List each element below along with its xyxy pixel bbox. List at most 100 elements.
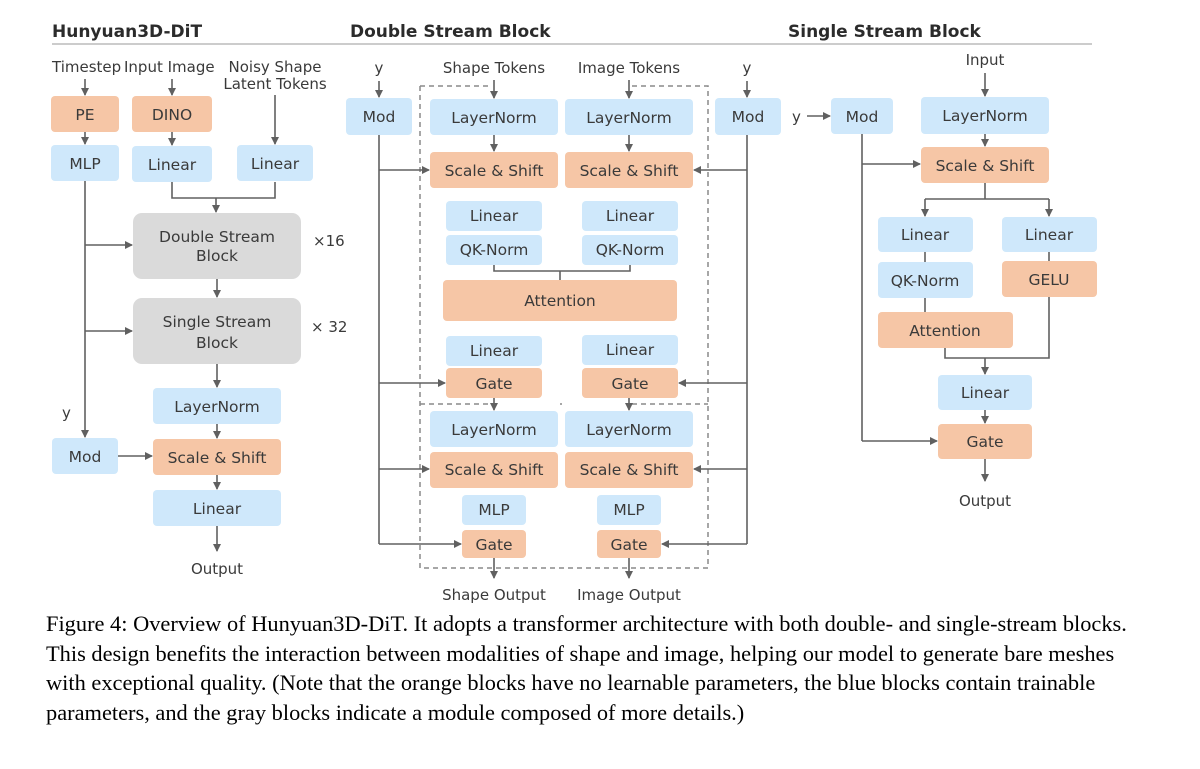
- image-layernorm-2-box: [565, 411, 693, 447]
- noisy-linear-text: Linear: [251, 155, 300, 173]
- shape-scale-shift-2-box: [430, 452, 558, 488]
- right-layernorm-text: LayerNorm: [942, 107, 1028, 125]
- shape-linear-2-text: Linear: [470, 342, 519, 360]
- shape-linear-2-box: [446, 336, 542, 366]
- dino-text: DINO: [152, 106, 192, 124]
- image-layernorm-1-text: LayerNorm: [586, 109, 672, 127]
- header-hunyuan3d-dit: Hunyuan3D-DiT: [52, 22, 202, 42]
- mid-left-y-label: y: [375, 59, 384, 77]
- shape-gate-2-box: [462, 530, 526, 558]
- image-linear-text: Linear: [148, 156, 197, 174]
- pe-text: PE: [75, 106, 94, 124]
- shape-gate-2-text: Gate: [475, 536, 512, 554]
- middle-panel: y Shape Tokens Image Tokens y Mod Mod La…: [346, 59, 781, 604]
- image-gate-1-box: [582, 368, 678, 398]
- shape-scale-shift-1-box: [430, 152, 558, 188]
- shape-layernorm-2-text: LayerNorm: [451, 421, 537, 439]
- mid-left-mod-text: Mod: [363, 108, 396, 126]
- pe-box: [51, 96, 119, 132]
- image-linear-1-box: [582, 201, 678, 231]
- timestep-label: Timestep: [51, 58, 121, 76]
- shape-qknorm-text: QK-Norm: [460, 241, 529, 259]
- single-stream-block-box: [133, 298, 301, 364]
- image-tokens-label: Image Tokens: [578, 59, 680, 77]
- shape-layernorm-2-box: [430, 411, 558, 447]
- joint-attention-text: Attention: [524, 292, 596, 310]
- image-layernorm-1-box: [565, 99, 693, 135]
- right-mod-box: [831, 98, 893, 134]
- left-mod-box: [52, 438, 118, 474]
- mid-right-mod-text: Mod: [732, 108, 765, 126]
- single-stream-block-text-1: Single Stream: [163, 313, 272, 331]
- right-linear-right-box: [1002, 217, 1097, 252]
- right-attention-box: [878, 312, 1013, 348]
- right-linear-left-box: [878, 217, 973, 252]
- image-scale-shift-2-box: [565, 452, 693, 488]
- image-linear-2-box: [582, 335, 678, 365]
- left-scale-shift-text: Scale & Shift: [168, 449, 267, 467]
- image-scale-shift-1-text: Scale & Shift: [580, 162, 679, 180]
- shape-layernorm-1-text: LayerNorm: [451, 109, 537, 127]
- figure-caption: Figure 4: Overview of Hunyuan3D-DiT. It …: [46, 611, 1127, 725]
- shape-linear-1-text: Linear: [470, 207, 519, 225]
- right-scale-shift-box: [921, 147, 1049, 183]
- image-mlp-text: MLP: [613, 501, 644, 519]
- image-scale-shift-1-box: [565, 152, 693, 188]
- image-scale-shift-2-text: Scale & Shift: [580, 461, 679, 479]
- right-qknorm-text: QK-Norm: [891, 272, 960, 290]
- noisy-shape-label: Noisy Shape: [229, 58, 322, 76]
- double-stream-block-text-2: Block: [196, 247, 238, 265]
- shape-scale-shift-2-text: Scale & Shift: [445, 461, 544, 479]
- image-linear-box: [132, 146, 212, 182]
- right-mod-text: Mod: [846, 108, 879, 126]
- shape-tokens-label: Shape Tokens: [443, 59, 545, 77]
- right-gate-text: Gate: [966, 433, 1003, 451]
- mid-left-mod-box: [346, 98, 412, 135]
- image-gate-2-text: Gate: [610, 536, 647, 554]
- right-qknorm-box: [878, 262, 973, 298]
- left-scale-shift-box: [153, 439, 281, 475]
- left-layernorm-box: [153, 388, 281, 424]
- shape-layernorm-1-box: [430, 99, 558, 135]
- input-image-label: Input Image: [124, 58, 215, 76]
- noisy-linear-box: [237, 145, 313, 181]
- image-qknorm-box: [582, 235, 678, 265]
- double-repeat-label: ×16: [313, 232, 345, 250]
- shape-output-label: Shape Output: [442, 586, 546, 604]
- architecture-diagram: Hunyuan3D-DiT Double Stream Block Single…: [51, 22, 1097, 604]
- single-repeat-label: × 32: [311, 318, 347, 336]
- right-input-label: Input: [966, 51, 1005, 69]
- right-linear-left-text: Linear: [901, 226, 950, 244]
- right-linear-merge-box: [938, 375, 1032, 410]
- right-scale-shift-text: Scale & Shift: [936, 157, 1035, 175]
- right-gelu-box: [1002, 261, 1097, 297]
- shape-mlp-text: MLP: [478, 501, 509, 519]
- image-layernorm-2-text: LayerNorm: [586, 421, 672, 439]
- single-stream-block-text-2: Block: [196, 334, 238, 352]
- right-layernorm-box: [921, 97, 1049, 134]
- shape-qknorm-box: [446, 235, 542, 265]
- left-output-label: Output: [191, 560, 243, 578]
- image-output-label: Image Output: [577, 586, 681, 604]
- mid-right-y-label: y: [743, 59, 752, 77]
- left-mlp-box: [51, 145, 119, 181]
- image-gate-2-box: [597, 530, 661, 558]
- joint-attention-box: [443, 280, 677, 321]
- image-qknorm-text: QK-Norm: [596, 241, 665, 259]
- double-stream-block-text-1: Double Stream: [159, 228, 275, 246]
- left-y-label: y: [62, 404, 71, 422]
- right-gelu-text: GELU: [1028, 271, 1069, 289]
- left-panel: Timestep Input Image Noisy Shape Latent …: [51, 58, 347, 578]
- image-linear-2-text: Linear: [606, 341, 655, 359]
- left-final-linear-box: [153, 490, 281, 526]
- right-panel: Input y Mod LayerNorm Scale & Shift Line…: [792, 51, 1097, 510]
- header-single-stream-block: Single Stream Block: [788, 22, 982, 42]
- shape-scale-shift-1-text: Scale & Shift: [445, 162, 544, 180]
- latent-tokens-label: Latent Tokens: [223, 75, 326, 93]
- right-linear-right-text: Linear: [1025, 226, 1074, 244]
- shape-gate-1-text: Gate: [475, 375, 512, 393]
- right-attention-text: Attention: [909, 322, 981, 340]
- dashed-outer-frame: [419, 85, 709, 569]
- double-stream-block-box: [133, 213, 301, 279]
- header-double-stream-block: Double Stream Block: [350, 22, 551, 42]
